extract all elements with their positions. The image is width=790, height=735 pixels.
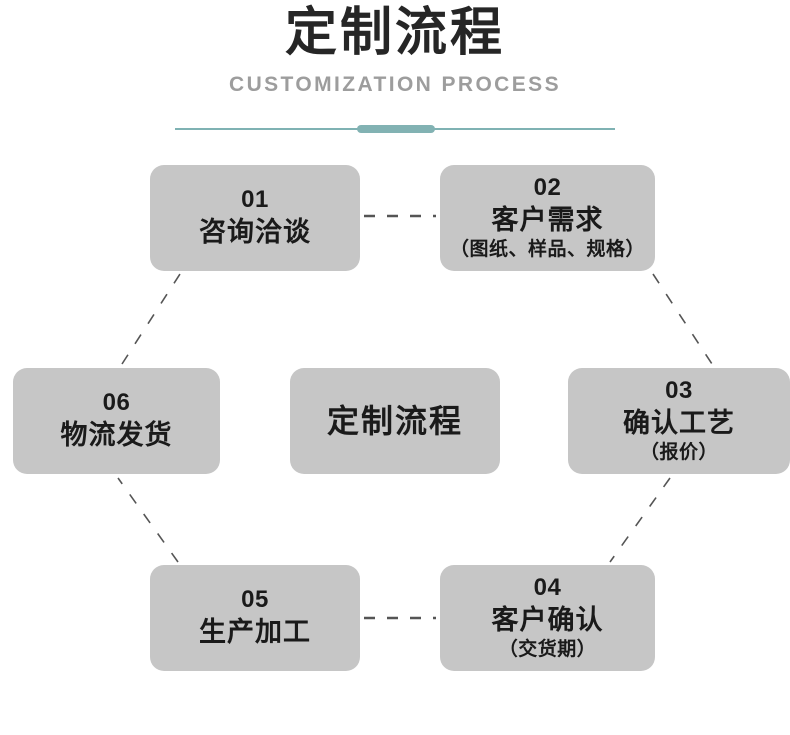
- connector-06-01: [121, 273, 181, 365]
- step-title: 咨询洽谈: [199, 217, 311, 248]
- step-title: 生产加工: [199, 617, 311, 648]
- page-subtitle: CUSTOMIZATION PROCESS: [229, 72, 561, 96]
- step-card-02[interactable]: 02 客户需求 （图纸、样品、规格）: [440, 165, 655, 271]
- connector-02-03: [652, 273, 713, 365]
- center-card: 定制流程: [290, 368, 500, 474]
- step-number: 06: [102, 389, 131, 417]
- step-note: （交货期）: [498, 639, 597, 661]
- step-note: （报价）: [639, 442, 718, 464]
- step-card-05[interactable]: 05 生产加工: [150, 565, 360, 671]
- step-title: 确认工艺: [623, 408, 735, 439]
- step-number: 03: [665, 377, 693, 405]
- page-title: 定制流程: [284, 4, 505, 62]
- header: 定制流程 CUSTOMIZATION PROCESS: [0, 0, 790, 97]
- step-card-01[interactable]: 01 咨询洽谈: [150, 165, 360, 271]
- connector-05-06: [117, 477, 179, 563]
- step-number: 02: [533, 174, 562, 202]
- step-card-03[interactable]: 03 确认工艺 （报价）: [568, 368, 790, 474]
- step-number: 01: [241, 186, 269, 214]
- step-number: 04: [533, 574, 562, 602]
- title-divider: [175, 125, 615, 133]
- step-note: （图纸、样品、规格）: [449, 239, 645, 261]
- divider-knob: [357, 125, 435, 133]
- center-card-title: 定制流程: [326, 402, 463, 439]
- step-title: 客户确认: [491, 605, 604, 636]
- step-card-04[interactable]: 04 客户确认 （交货期）: [440, 565, 655, 671]
- connector-03-04: [609, 477, 671, 563]
- step-card-06[interactable]: 06 物流发货: [13, 368, 220, 474]
- step-title: 物流发货: [60, 420, 173, 451]
- step-number: 05: [241, 586, 269, 614]
- step-title: 客户需求: [491, 205, 604, 236]
